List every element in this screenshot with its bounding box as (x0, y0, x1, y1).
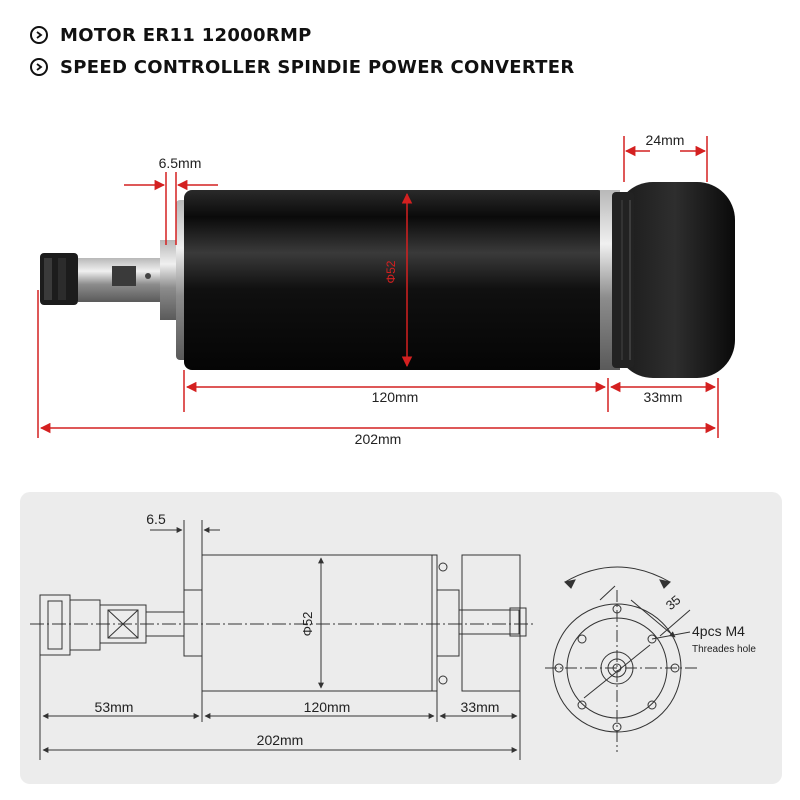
drawing-body-length-label: 120mm (304, 699, 351, 715)
header-line-controller: SPEED CONTROLLER SPINDIE POWER CONVERTER (30, 52, 575, 82)
photo-fan-width-label: 24mm (646, 132, 685, 148)
header: MOTOR ER11 12000RMP SPEED CONTROLLER SPI… (30, 20, 575, 84)
drawing-diameter-label: Φ52 (300, 612, 315, 637)
header-text-motor: MOTOR ER11 12000RMP (60, 24, 312, 46)
header-line-motor: MOTOR ER11 12000RMP (30, 20, 575, 50)
drawing-holes-label: 4pcs M4 (692, 623, 745, 639)
photo-collar-label: 6.5mm (159, 155, 202, 171)
end-view (545, 566, 700, 752)
chevron-right-icon (30, 26, 48, 44)
header-text-controller: SPEED CONTROLLER SPINDIE POWER CONVERTER (60, 56, 575, 78)
photo-body-length-label: 120mm (372, 389, 419, 405)
drawing-total-length-label: 202mm (257, 732, 304, 748)
drawing-holes-sublabel: Threades hole (692, 644, 756, 655)
motor-shaft (78, 258, 160, 302)
drawing-hole-spacing-label: 35 (663, 592, 684, 613)
motor-body (184, 190, 606, 370)
photo-diameter-label: Φ52 (384, 260, 398, 283)
photo-fan-length-label: 33mm (644, 389, 683, 405)
collet-nut (40, 253, 78, 305)
drawing-collar-label: 6.5 (146, 511, 166, 527)
photo-total-length-label: 202mm (355, 431, 402, 447)
chevron-right-icon (30, 58, 48, 76)
spindle-motor-photo: 6.5mm 24mm Φ52 120mm 33mm 202mm (37, 132, 735, 447)
drawing-fan-length-label: 33mm (461, 699, 500, 715)
fan-housing (612, 182, 735, 378)
drawing-shaft-length-label: 53mm (95, 699, 134, 715)
